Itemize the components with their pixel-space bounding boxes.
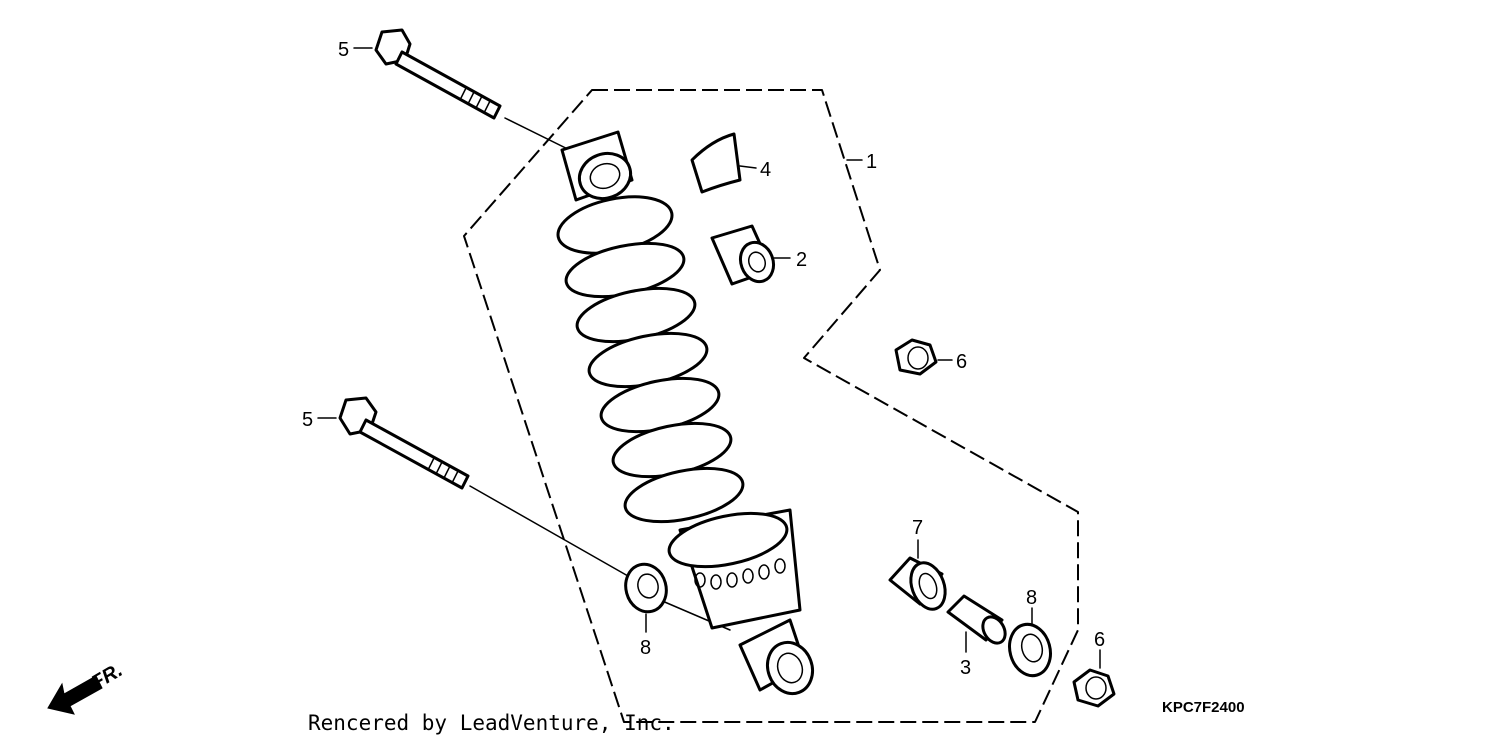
coil-spring (556, 195, 789, 569)
direction-indicator: FR. (47, 659, 126, 715)
bolt-bottom-centerline (469, 485, 636, 581)
callout-1: 1 (866, 151, 877, 173)
callout-5-top: 5 (338, 39, 349, 61)
callout-7: 7 (912, 517, 923, 539)
assembly-boundary (463, 89, 1079, 723)
callout-8-right: 8 (1026, 587, 1037, 609)
clip (690, 132, 742, 194)
bolt-top (374, 28, 502, 120)
nut-top (894, 338, 938, 376)
shock-absorber (556, 130, 815, 696)
needle-bearing (888, 556, 947, 611)
callout-6-bottom: 6 (1094, 629, 1105, 651)
callout-3: 3 (960, 657, 971, 679)
callout-5-bottom: 5 (302, 409, 313, 431)
dust-seal-left (624, 562, 668, 614)
bolt-bottom (338, 396, 470, 490)
collar (946, 594, 1007, 645)
callout-2: 2 (796, 249, 807, 271)
nut-bottom (1072, 668, 1116, 708)
dust-seal-right (1008, 622, 1052, 678)
callout-6-top: 6 (956, 351, 967, 373)
diagram-code: KPC7F2400 (1162, 699, 1245, 716)
bushing (710, 224, 776, 286)
arrow-down-left-icon (47, 675, 103, 715)
callout-4: 4 (760, 159, 771, 181)
damper-slots (694, 558, 786, 590)
credit-text: Rencered by LeadVenture, Inc. (308, 711, 675, 735)
callout-8-left: 8 (640, 637, 651, 659)
